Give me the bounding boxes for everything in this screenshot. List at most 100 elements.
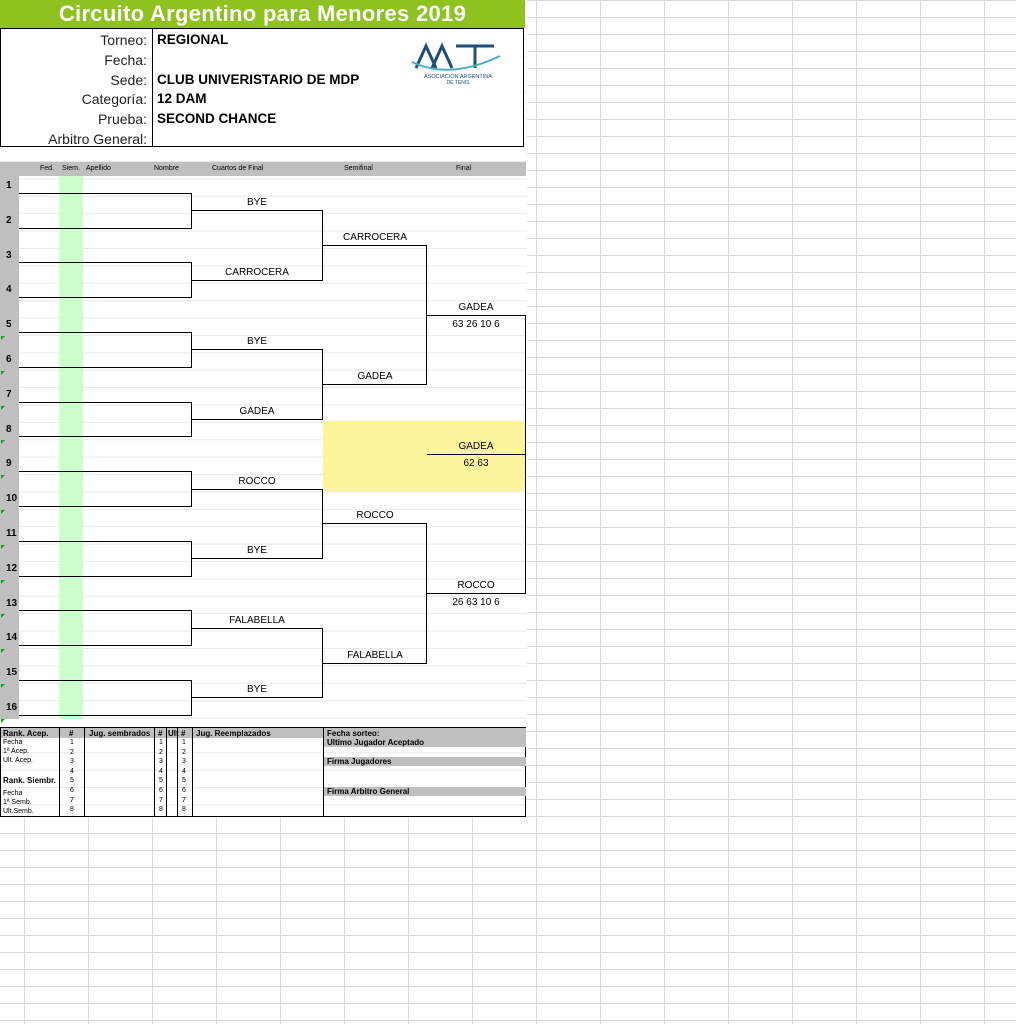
col-nombre: Nombre (154, 165, 179, 172)
left-label: Ult.Semb. (3, 808, 34, 815)
bracket-connector (322, 210, 323, 281)
qf-name: BYE (246, 684, 267, 696)
rank-acep-label: Rank. Acep. (3, 729, 49, 738)
bracket-connector (322, 349, 323, 420)
player-line (19, 332, 192, 333)
bracket-connector (426, 245, 427, 386)
comment-marker (1, 440, 5, 445)
info-label: Categoría: (81, 91, 147, 108)
info-label: Prueba: (97, 111, 147, 128)
bracket-connector (191, 262, 192, 299)
footer-divider (177, 728, 178, 817)
footer-number: 1 (70, 739, 74, 746)
comment-marker (1, 544, 5, 549)
comment-marker (1, 475, 5, 480)
player-line (19, 262, 192, 264)
tournament-title: Circuito Argentino para Menores 2019 (0, 0, 525, 28)
semi-line (323, 245, 427, 246)
comment-marker (1, 370, 5, 375)
semi-name: CARROCERA (343, 232, 407, 243)
left-label: 1ª Acep. (3, 748, 29, 755)
qf-name: BYE (246, 545, 267, 557)
footer-number: 5 (182, 777, 186, 785)
final-score: 63 26 10 6 (452, 318, 500, 330)
logo-sub1: ASOCIACIÓN ARGENTINA (424, 73, 492, 80)
player-line (19, 645, 192, 647)
footer-number: 6 (70, 787, 74, 794)
player-line (19, 297, 192, 299)
jug-sembrados-label: Jug. sembrados (89, 729, 151, 738)
row-number: 12 (6, 562, 18, 574)
player-line (19, 506, 192, 507)
info-value: REGIONAL (157, 32, 229, 47)
player-line (19, 610, 192, 612)
col-siem: Siem. (62, 165, 80, 172)
bracket-connector (191, 192, 192, 229)
row-number: 15 (6, 667, 18, 679)
player-line (19, 436, 192, 438)
ult-label: Ult (168, 729, 179, 738)
qf-name: CARROCERA (225, 266, 289, 278)
qf-name: FALABELLA (229, 614, 285, 626)
qf-name: GADEA (239, 406, 275, 417)
hash-label-3: # (181, 729, 186, 738)
rank-siembr-label: Rank. Siembr. (3, 776, 56, 785)
left-label: Ult. Acep. (3, 757, 33, 764)
comment-marker (1, 510, 5, 514)
semi-name: GADEA (357, 371, 393, 383)
firma-jugadores-bar (324, 757, 526, 766)
player-line (19, 366, 192, 368)
left-label: Fecha (3, 739, 23, 746)
qf-line (192, 627, 322, 629)
col-semi: Semifinal (344, 165, 373, 172)
footer-divider (154, 728, 155, 817)
semi-line (323, 384, 427, 386)
row-number: 2 (6, 214, 12, 226)
footer-divider (84, 728, 85, 817)
row-number: 7 (6, 388, 12, 400)
footer-number: 4 (70, 767, 74, 775)
info-value: CLUB UNIVERISTARIO DE MDP (157, 71, 360, 87)
semi-line (323, 662, 427, 664)
comment-marker (1, 614, 5, 619)
footer-number: 7 (182, 796, 186, 804)
qf-line (192, 349, 322, 351)
semi-name: FALABELLA (347, 649, 403, 661)
footer-number: 4 (159, 767, 163, 775)
info-separator (152, 29, 153, 146)
player-line (19, 540, 192, 542)
hash-label-2: # (158, 729, 163, 738)
semi-name: ROCCO (356, 510, 394, 522)
bracket-connector (191, 610, 192, 647)
ultimo-jugador-bar (324, 738, 526, 747)
firma-arbitro-label: Firma Arbitro General (327, 787, 410, 796)
left-label: 1ª Semb. (3, 799, 32, 806)
footer-number: 3 (70, 758, 74, 766)
player-line (19, 401, 192, 403)
column-header-bar: Fed. Siem. Apellido Nombre Cuartos de Fi… (0, 162, 526, 176)
footer-number: 5 (159, 777, 163, 785)
footer-number: 1 (182, 739, 186, 746)
aat-logo: ASOCIACIÓN ARGENTINA DE TENIS (410, 40, 506, 90)
footer-number: 2 (159, 748, 163, 756)
col-apellido: Apellido (86, 165, 111, 172)
info-label: Torneo: (100, 32, 147, 48)
bracket-connector (426, 523, 427, 664)
col-final: Final (456, 165, 472, 172)
player-line (19, 192, 192, 194)
comment-marker (1, 405, 5, 410)
bracket-connector (191, 332, 192, 368)
footer-divider (192, 728, 193, 817)
qf-line (192, 697, 322, 699)
footer-number: 6 (182, 787, 186, 794)
firma-arbitro-bar (324, 787, 526, 796)
footer-divider (166, 728, 167, 817)
footer-header-bar (1, 728, 526, 738)
player-line (19, 575, 192, 577)
qf-line (192, 488, 322, 490)
footer-divider (59, 728, 60, 817)
comment-marker (1, 336, 5, 340)
info-label: Sede: (110, 71, 147, 88)
bracket-connector (525, 314, 526, 594)
comment-marker (1, 579, 5, 584)
